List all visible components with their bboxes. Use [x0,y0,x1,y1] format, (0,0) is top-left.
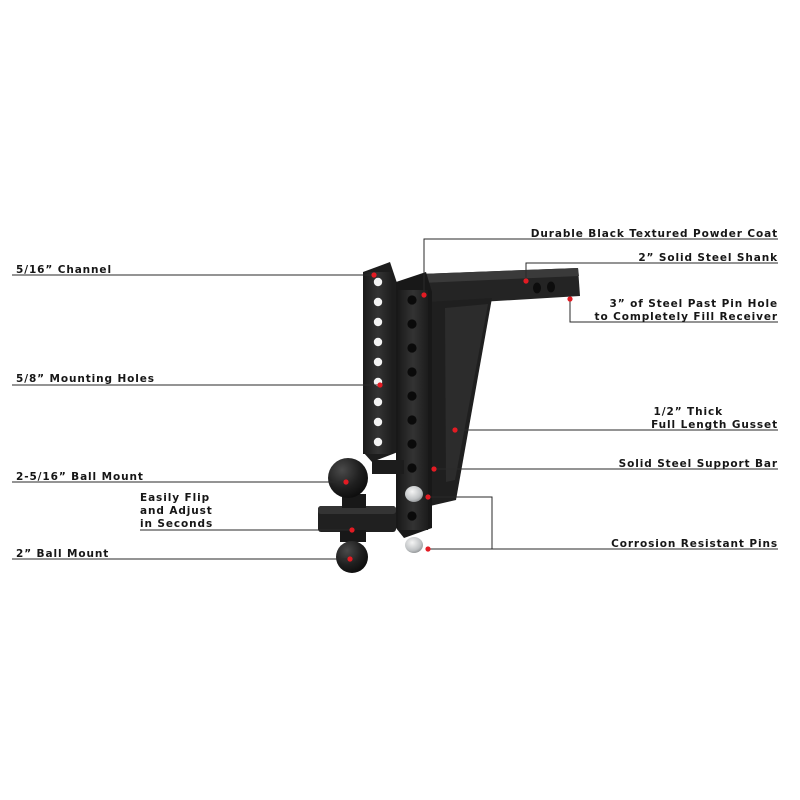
label-flip-line1: Easily Flip [140,492,210,504]
full-length-gusset [428,298,492,506]
label-flip-adjust: Easily Flip and Adjust in Seconds [140,492,213,531]
label-channel: 5/16” Channel [16,264,112,276]
label-gusset-line2: Full Length Gusset [651,419,778,431]
label-flip-line2: and Adjust [140,505,213,517]
label-gusset-line1: 1/2” Thick [653,406,723,418]
marker-dots [343,272,573,562]
label-support-bar: Solid Steel Support Bar [618,458,778,470]
leader-lines [12,238,778,560]
label-solid-shank: 2” Solid Steel Shank [638,252,778,264]
label-ball-mount-large: 2-5/16” Ball Mount [16,471,144,483]
pins [405,486,423,553]
large-hitch-ball [328,458,368,498]
label-corrosion-pins: Corrosion Resistant Pins [611,538,778,550]
label-mounting-holes: 5/8” Mounting Holes [16,373,155,385]
mounting-holes-rear [373,277,383,447]
label-powder-coat: Durable Black Textured Powder Coat [530,228,778,240]
label-flip-line3: in Seconds [140,518,214,530]
small-hitch-ball [336,541,368,573]
label-steel-past-pin: 3” of Steel Past Pin Hole to Completely … [595,298,778,324]
label-ball-mount-small: 2” Ball Mount [16,548,110,560]
label-gusset: 1/2” Thick Full Length Gusset [651,406,778,432]
solid-steel-shank [420,268,580,305]
label-steel-past-pin-line1: 3” of Steel Past Pin Hole [609,298,778,310]
label-steel-past-pin-line2: to Completely Fill Receiver [594,311,778,323]
ball-mount-assembly [318,460,404,542]
